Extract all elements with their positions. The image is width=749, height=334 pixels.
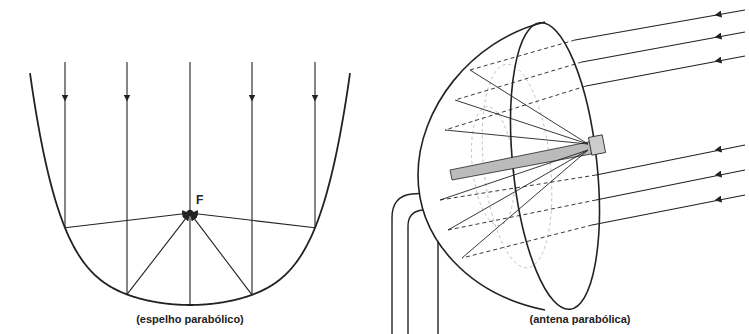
figure-caption: (espelho parabólico)	[136, 313, 244, 326]
incident-ray	[314, 62, 315, 228]
ray-arrow	[315, 62, 316, 98]
ray-arrow	[127, 62, 128, 98]
hidden-signal	[455, 62, 582, 100]
feed-arm	[450, 140, 602, 180]
signal-arrow	[718, 170, 745, 175]
signal-arrow	[718, 56, 745, 61]
reflected-signal	[462, 150, 588, 258]
incident-ray	[64, 62, 65, 228]
reflected-signal	[445, 130, 588, 144]
incoming-signal	[596, 170, 745, 200]
reflected-signal	[470, 70, 588, 144]
incoming-signal	[582, 32, 745, 62]
incident-ray	[189, 62, 190, 305]
hidden-signal	[448, 200, 596, 230]
incoming-signal	[575, 10, 745, 40]
reflected-ray	[65, 213, 186, 227]
hidden-signal	[470, 40, 575, 70]
feed-receiver	[588, 135, 605, 155]
focus-point	[187, 210, 193, 216]
parabolic-mirror	[30, 62, 350, 305]
signal-arrow	[718, 145, 745, 150]
reflected-ray	[192, 216, 252, 295]
hidden-signal	[445, 86, 586, 130]
incident-ray	[126, 62, 127, 294]
focus-label: F	[196, 193, 203, 207]
ray-arrow	[252, 62, 253, 98]
reflected-ray	[194, 213, 315, 227]
reflected-signal	[448, 150, 588, 230]
incoming-signal	[586, 56, 745, 86]
signal-arrow	[718, 32, 745, 37]
incident-ray	[251, 62, 252, 295]
ray-arrow	[65, 62, 66, 98]
figure-caption: (antena parabólica)	[530, 313, 631, 326]
parabolic-antenna	[392, 10, 745, 334]
reflected-ray	[127, 216, 188, 294]
incoming-signal	[592, 195, 745, 225]
signal-arrow	[718, 195, 745, 200]
signal-arrow	[718, 10, 745, 15]
hidden-signal	[440, 175, 596, 200]
incoming-signal	[596, 145, 745, 175]
